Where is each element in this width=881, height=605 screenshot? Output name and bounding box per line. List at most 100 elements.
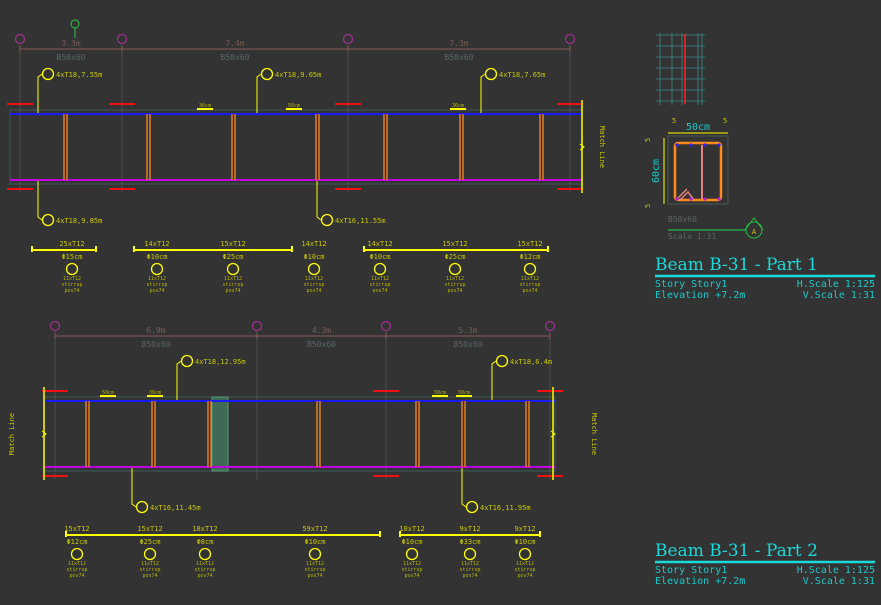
top-bar-callout: 4xT18,7.55m	[56, 71, 102, 79]
stirrup-detail-line: stirrup	[514, 567, 535, 573]
stirrup-detail-line: 11xT12	[371, 276, 389, 282]
span-length-label: 7.4m	[225, 39, 244, 48]
leader-line	[461, 467, 467, 508]
vertical-scale-label: V.Scale 1:31	[803, 290, 875, 301]
stirrup-detail-line: stirrup	[401, 567, 422, 573]
top-bar-callout: 4xT18,12.95m	[195, 358, 246, 366]
stirrup-mark-bubble-icon	[518, 547, 532, 561]
stirrup-detail-line: stirrup	[66, 567, 87, 573]
stirrup-mark-bubble-icon	[65, 262, 79, 276]
splice-length-label: 36cm	[199, 103, 211, 109]
stirrup-detail-line: stirrup	[304, 567, 325, 573]
stirrup-spacing-label: Φ25cm	[139, 538, 160, 546]
stirrup-mark-bubble-icon	[150, 262, 164, 276]
top-bar-dot	[703, 143, 707, 147]
match-line-label: Match Line	[598, 126, 606, 168]
beam-title: Beam B-31 - Part 2	[655, 541, 818, 561]
leader-line	[37, 73, 43, 114]
leader-line	[491, 360, 497, 401]
stirrup-count-label: 14xT12	[144, 240, 169, 248]
stirrup-mark-bubble-icon	[523, 262, 537, 276]
stirrup-detail-line: pos74	[197, 573, 212, 579]
stirrup-count-label: 14xT12	[301, 240, 326, 248]
cover-label: 5	[644, 204, 652, 208]
top-bar-callout: 4xT18,6.4m	[510, 358, 552, 366]
span-length-label: 3.3m	[61, 39, 80, 48]
splice-length-label: 50cm	[102, 390, 114, 396]
section-size-label: B50x60	[307, 340, 336, 349]
stirrup-detail-line: stirrup	[146, 282, 167, 288]
stirrup-count-label: 25xT12	[59, 240, 84, 248]
grid-bubble-icon	[116, 33, 128, 45]
splice-length-label: 50cm	[288, 103, 300, 109]
stirrup-detail-line: stirrup	[303, 282, 324, 288]
stirrup-detail-line: 11xT12	[224, 276, 242, 282]
stirrup-detail-line: 11xT12	[516, 561, 534, 567]
stirrup-spacing-label: Φ12cm	[519, 253, 540, 261]
match-line-label: Match Line	[590, 413, 598, 455]
section-stirrup	[673, 141, 723, 202]
section-size-label: B50x60	[221, 53, 250, 62]
leader-line	[256, 73, 262, 114]
stirrup-detail-line: 11xT12	[461, 561, 479, 567]
stirrup-count-label: 15xT12	[64, 525, 89, 533]
bottom-bar-dot	[675, 197, 679, 201]
section-marker-icon	[70, 19, 80, 29]
stirrup-spacing-label: Φ12cm	[66, 538, 87, 546]
section-size-label: B50x60	[454, 340, 483, 349]
span-length-label: 7.3m	[449, 39, 468, 48]
grid-bubble-icon	[544, 320, 556, 332]
stirrup-mark-bubble-icon	[143, 547, 157, 561]
stirrup-count-label: 10xT12	[399, 525, 424, 533]
leader-line	[480, 73, 486, 114]
top-bar-dot	[689, 143, 693, 147]
top-bar-callout: 4xT18,7.65m	[499, 71, 545, 79]
grid-bubble-icon	[14, 33, 26, 45]
callout-bubble-icon	[135, 500, 149, 514]
beam-outline	[9, 109, 583, 185]
stirrup-detail-line: 11xT12	[141, 561, 159, 567]
stirrup-spacing-label: Φ10cm	[303, 253, 324, 261]
section-hook	[676, 188, 695, 201]
stirrup-count-label: 9xT12	[514, 525, 535, 533]
story-label: Story Story1	[655, 565, 727, 576]
splice-length-label: 36cm	[149, 390, 161, 396]
stirrup-detail-line: 11xT12	[403, 561, 421, 567]
stirrup-count-label: 9xT12	[459, 525, 480, 533]
stirrup-detail-line: 11xT12	[305, 276, 323, 282]
stirrup-detail-line: 11xT12	[63, 276, 81, 282]
stirrup-detail-line: pos74	[306, 288, 321, 294]
splice-length-label: 50cm	[458, 390, 470, 396]
beam-outline	[43, 396, 556, 472]
stirrup-detail-line: stirrup	[459, 567, 480, 573]
story-label: Story Story1	[655, 279, 727, 290]
stirrup-mark-bubble-icon	[308, 547, 322, 561]
stirrup-mark-bubble-icon	[307, 262, 321, 276]
stirrup-mark-bubble-icon	[373, 262, 387, 276]
grid-bubble-icon	[49, 320, 61, 332]
vertical-scale-label: V.Scale 1:31	[803, 576, 875, 587]
section-size-label: B50x60	[142, 340, 171, 349]
stirrup-detail-line: pos74	[307, 573, 322, 579]
callout-bubble-icon	[41, 67, 55, 81]
horizontal-scale-label: H.Scale 1:125	[797, 279, 875, 290]
stirrup-spacing-label: Φ33cm	[459, 538, 480, 546]
stirrup-detail-line: 11xT12	[306, 561, 324, 567]
stirrup-mark-bubble-icon	[226, 262, 240, 276]
part2-beam-elevation	[41, 320, 556, 561]
stirrup-detail-line: stirrup	[222, 282, 243, 288]
stirrup-count-label: 15xT12	[442, 240, 467, 248]
stirrup-spacing-label: Φ10cm	[304, 538, 325, 546]
stirrup-detail-line: pos74	[225, 288, 240, 294]
stirrup-spacing-label: Φ15cm	[61, 253, 82, 261]
section-size-label: B50x60	[445, 53, 474, 62]
leader-line	[37, 180, 43, 221]
top-bar-dot	[675, 143, 679, 147]
stirrup-detail-line: stirrup	[519, 282, 540, 288]
stirrup-detail-line: stirrup	[139, 567, 160, 573]
leader-line	[176, 360, 182, 401]
stirrup-spacing-label: Φ8cm	[197, 538, 214, 546]
bottom-bar-dot	[717, 197, 721, 201]
section-marker-arrow-icon	[744, 217, 764, 231]
